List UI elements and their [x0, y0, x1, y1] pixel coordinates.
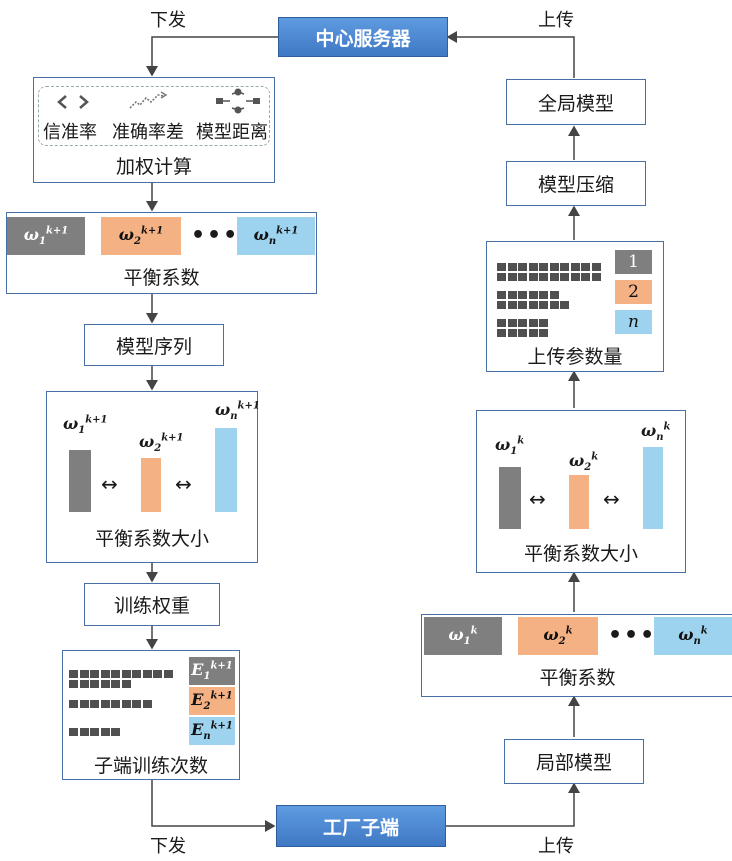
- label-top-right: 上传: [538, 10, 574, 31]
- global-model-box: 全局模型: [506, 79, 646, 125]
- epoch-blocks-1: [69, 663, 174, 682]
- left-size-arrow-2: ↔: [175, 472, 192, 496]
- left-size-w1-label: ω1k+1: [63, 414, 108, 437]
- right-size-w2-label: ω2k: [569, 451, 599, 474]
- factory-client: 工厂子端: [276, 805, 446, 847]
- compression-label: 模型压缩: [537, 174, 614, 196]
- left-size-box: ω1k+1 ω2k+1 ωnk+1 ↔ ↔ 平衡系数大小: [46, 391, 260, 563]
- compression-box: 模型压缩: [506, 161, 646, 206]
- left-size-wn-label: ωnk+1: [215, 400, 260, 423]
- left-w2-cell: ω2k+1: [101, 217, 181, 255]
- trend-line-icon: [129, 91, 168, 109]
- epochs-box: E1k+1 E2k+1 Enk+1 子端训练次数: [62, 650, 240, 780]
- left-balance-ellipsis: •••: [191, 223, 240, 248]
- left-w1-cell: ω1k+1: [7, 217, 85, 255]
- chevron-icon: [57, 95, 89, 109]
- upload-params-box: 1 2 n 上传参数量: [486, 241, 664, 372]
- epoch-e2-cell: E2k+1: [189, 687, 235, 715]
- train-weight-label: 训练权重: [113, 595, 190, 617]
- weighting-box: 信准率 准确率差 模型距离 加权计算: [33, 77, 275, 183]
- epochs-title: 子端训练次数: [93, 755, 208, 777]
- metric-model-distance: 模型距离: [196, 122, 268, 143]
- epoch-e1-cell: E1k+1: [189, 657, 235, 685]
- central-server: 中心服务器: [278, 17, 448, 57]
- right-size-arrow-1: ↔: [529, 487, 546, 511]
- metric-trust-rate: 信准率: [43, 122, 97, 143]
- upload-blocks-1: [497, 256, 602, 275]
- right-size-title: 平衡系数大小: [523, 543, 638, 565]
- epoch-blocks-2: [69, 693, 153, 712]
- upload-label-2: 2: [615, 280, 652, 304]
- right-balance-title: 平衡系数: [539, 667, 616, 689]
- left-balance-title: 平衡系数: [123, 267, 200, 289]
- right-size-box: ω1k ω2k ωnk ↔ ↔ 平衡系数大小: [476, 410, 686, 573]
- edge-epochs-to-factory: [151, 780, 276, 832]
- label-top-left: 下发: [150, 10, 186, 31]
- edge-server-to-weighting: [146, 36, 278, 77]
- left-size-bar-1: [69, 450, 91, 512]
- upload-label-1: 1: [615, 250, 652, 274]
- label-bottom-right: 上传: [538, 836, 574, 857]
- upload-blocks-2: [497, 284, 560, 303]
- left-size-title: 平衡系数大小: [94, 528, 209, 550]
- label-bottom-left: 下发: [150, 836, 186, 857]
- right-size-w1-label: ω1k: [495, 435, 525, 458]
- train-weight-box: 训练权重: [84, 583, 220, 626]
- upload-blocks-1b: [497, 266, 602, 285]
- model-sequence-box: 模型序列: [84, 324, 224, 366]
- right-size-bar-n: [643, 447, 663, 529]
- left-size-bar-n: [215, 428, 237, 512]
- distance-nodes-icon: [216, 88, 260, 114]
- right-w2-cell: ω2k: [518, 617, 598, 655]
- right-size-arrow-2: ↔: [603, 487, 620, 511]
- upload-label-n: n: [615, 310, 652, 334]
- local-model-label: 局部模型: [535, 752, 612, 774]
- epoch-blocks-1b: [69, 673, 132, 692]
- left-balance-box: ω1k+1 ω2k+1 ••• ωnk+1 平衡系数: [6, 212, 317, 294]
- local-model-box: 局部模型: [504, 739, 644, 784]
- upload-blocks-2b: [497, 294, 571, 313]
- left-size-bar-2: [141, 458, 161, 512]
- weighting-title: 加权计算: [115, 156, 192, 178]
- right-wn-cell: ωnk: [654, 617, 732, 655]
- left-size-w2-label: ω2k+1: [139, 432, 184, 455]
- upload-blocks-3: [497, 312, 550, 331]
- edge-factory-to-local: [446, 782, 580, 827]
- right-size-wn-label: ωnk: [641, 421, 671, 444]
- global-model-label: 全局模型: [537, 92, 614, 115]
- epoch-en-cell: Enk+1: [189, 717, 235, 745]
- right-size-bar-1: [499, 467, 521, 529]
- metric-accuracy-gap: 准确率差: [112, 122, 184, 143]
- metrics-frame: [38, 86, 270, 146]
- left-size-arrow-1: ↔: [101, 472, 118, 496]
- right-size-bar-2: [569, 475, 589, 529]
- right-w1-cell: ω1k: [424, 617, 502, 655]
- right-balance-ellipsis: •••: [608, 623, 657, 648]
- left-wn-cell: ωnk+1: [237, 217, 315, 255]
- right-balance-box: ω1k ω2k ••• ωnk 平衡系数: [421, 614, 732, 697]
- upload-params-title: 上传参数量: [527, 346, 623, 368]
- edge-global-to-server: [446, 31, 575, 78]
- upload-blocks-3b: [497, 322, 550, 341]
- model-sequence-label: 模型序列: [115, 335, 192, 358]
- epoch-blocks-3: [69, 721, 122, 740]
